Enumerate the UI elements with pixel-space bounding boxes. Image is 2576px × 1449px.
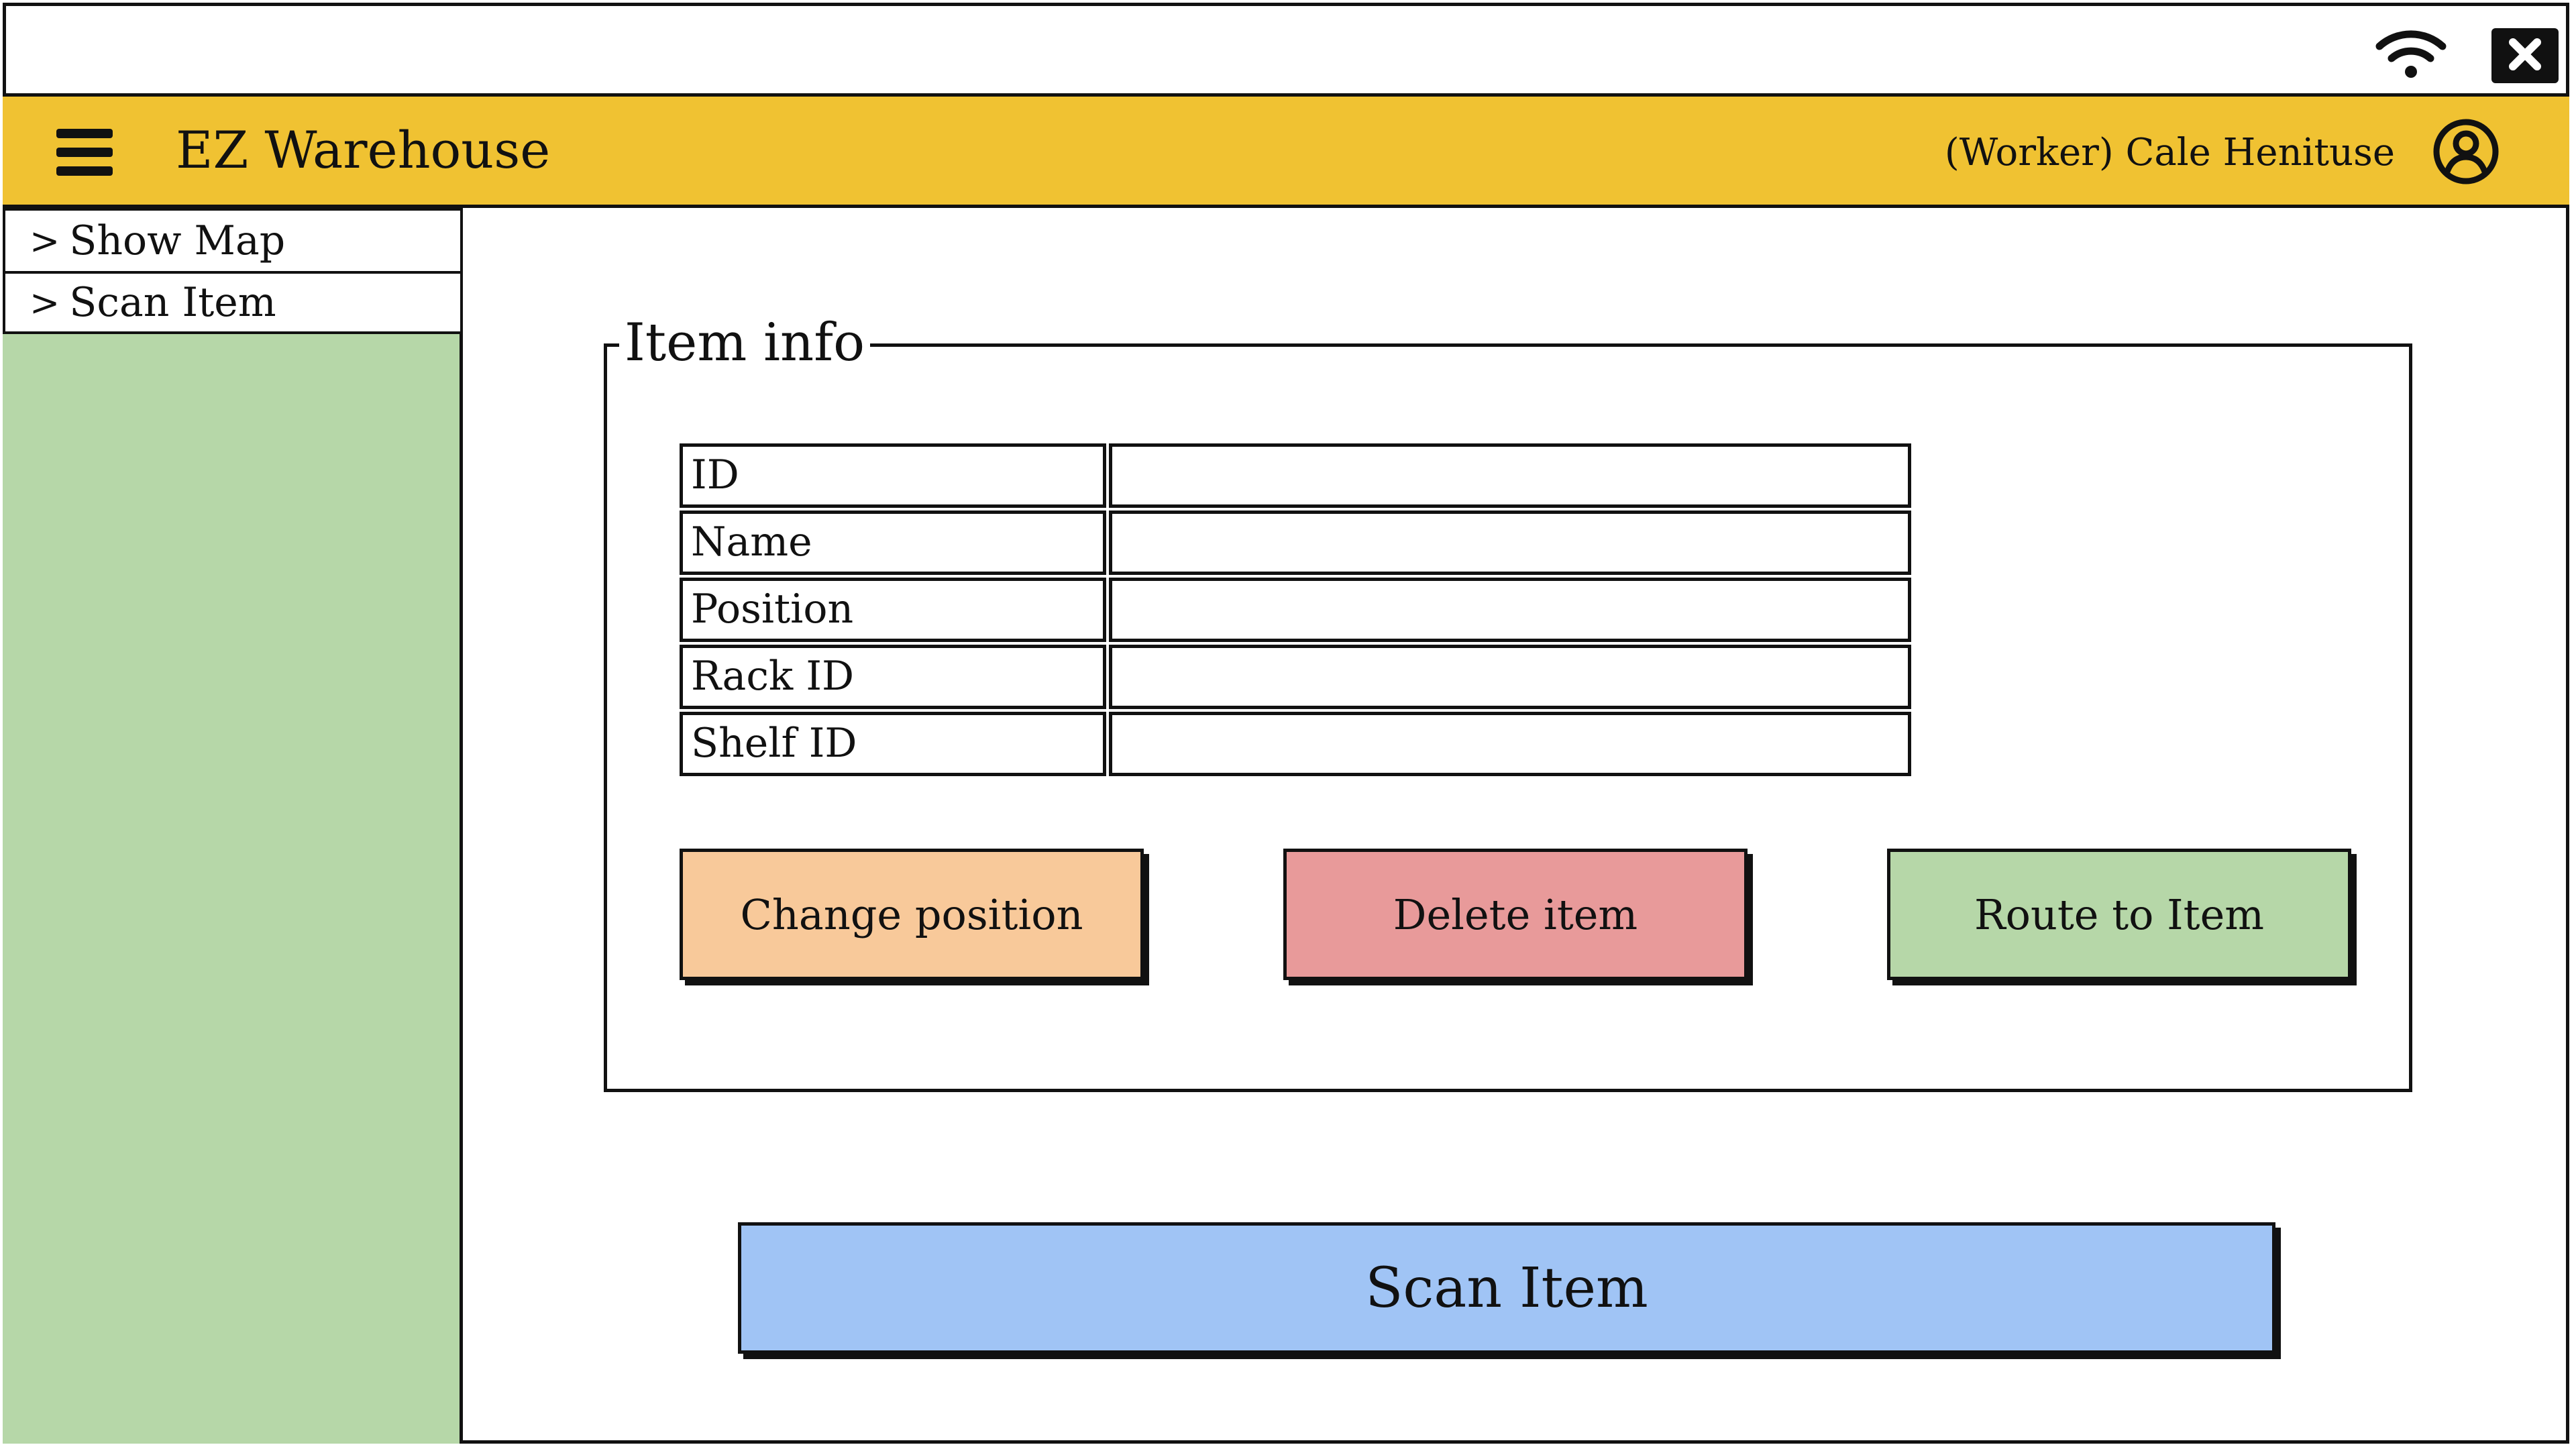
table-row: Position xyxy=(680,578,1911,642)
close-icon xyxy=(2506,36,2544,76)
change-position-button[interactable]: Change position xyxy=(680,849,1144,980)
id-label: ID xyxy=(680,443,1106,508)
rack-id-field[interactable] xyxy=(1109,645,1911,709)
table-row: Rack ID xyxy=(680,645,1911,709)
sidebar xyxy=(3,208,463,1444)
route-to-item-button[interactable]: Route to Item xyxy=(1887,849,2351,980)
chevron-right-icon: > xyxy=(30,281,60,324)
shelf-id-field[interactable] xyxy=(1109,712,1911,776)
user-avatar-icon[interactable] xyxy=(2432,118,2500,185)
user-label: (Worker) Cale Henituse xyxy=(1944,131,2395,174)
close-button[interactable] xyxy=(2491,28,2559,83)
table-row: ID xyxy=(680,443,1911,508)
sidebar-item-show-map[interactable]: > Show Map xyxy=(5,211,460,271)
window-title-bar xyxy=(3,3,2569,97)
app-title: EZ Warehouse xyxy=(176,120,551,180)
item-info-table: ID Name Position Rack ID Shelf ID xyxy=(680,443,1911,779)
delete-item-button[interactable]: Delete item xyxy=(1283,849,1748,980)
item-info-panel: Item info ID Name Position Rack ID Shelf… xyxy=(604,309,2412,1092)
scan-item-button[interactable]: Scan Item xyxy=(738,1222,2275,1354)
chevron-right-icon: > xyxy=(30,219,60,262)
sidebar-item-label: Show Map xyxy=(69,217,286,264)
sidebar-item-label: Scan Item xyxy=(69,279,276,326)
item-info-legend: Item info xyxy=(619,309,871,376)
app-header: EZ Warehouse (Worker) Cale Henituse xyxy=(3,97,2569,208)
name-label: Name xyxy=(680,511,1106,575)
hamburger-menu-icon[interactable] xyxy=(56,129,113,176)
name-field[interactable] xyxy=(1109,511,1911,575)
sidebar-menu: > Show Map > Scan Item xyxy=(3,208,463,334)
table-row: Shelf ID xyxy=(680,712,1911,776)
rack-id-label: Rack ID xyxy=(680,645,1106,709)
position-label: Position xyxy=(680,578,1106,642)
position-field[interactable] xyxy=(1109,578,1911,642)
shelf-id-label: Shelf ID xyxy=(680,712,1106,776)
sidebar-item-scan-item[interactable]: > Scan Item xyxy=(5,271,460,331)
wifi-icon xyxy=(2374,26,2448,80)
table-row: Name xyxy=(680,511,1911,575)
id-field[interactable] xyxy=(1109,443,1911,508)
